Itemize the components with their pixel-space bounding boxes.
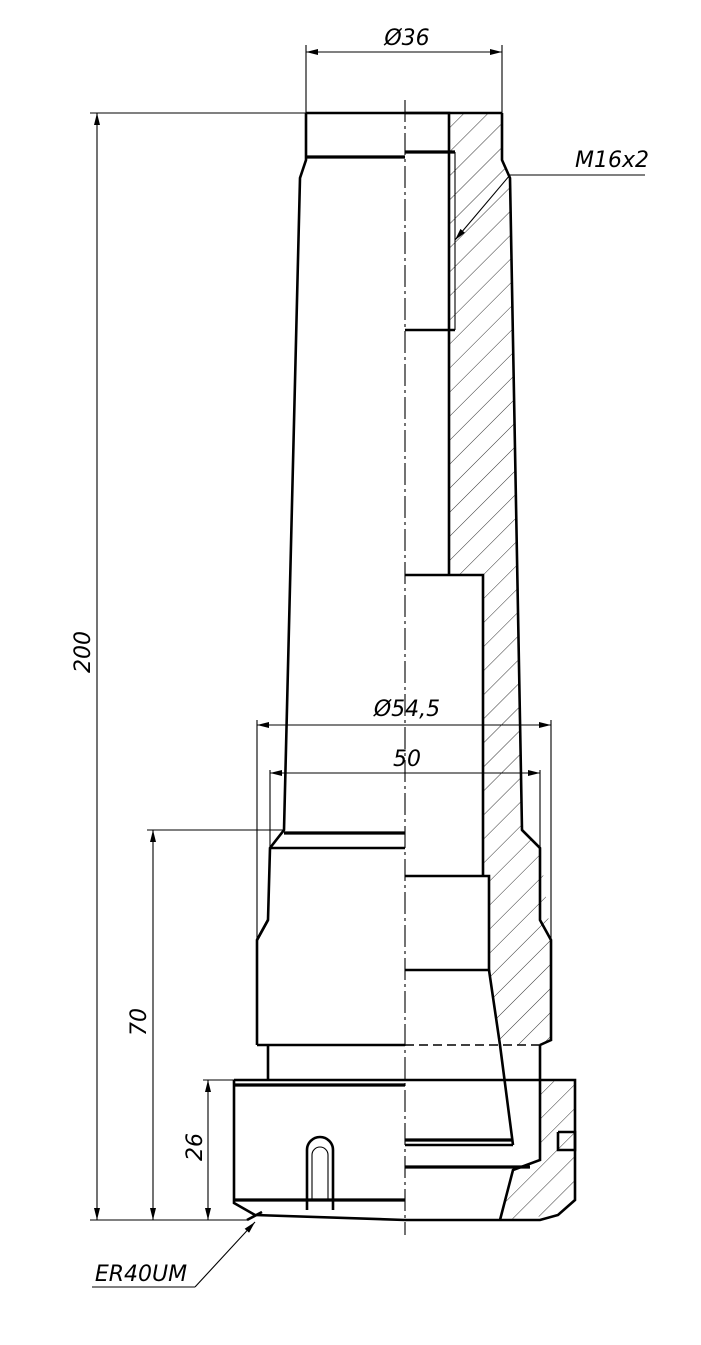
bore-thread-section xyxy=(405,111,451,575)
hatch-nut-wall xyxy=(500,1080,575,1220)
dimension-200: 200 xyxy=(71,112,306,1221)
bore-taper xyxy=(487,969,515,1146)
section-hatching xyxy=(449,113,575,1220)
threads xyxy=(235,150,530,1202)
nut-key-slot-inner xyxy=(311,1146,329,1200)
nut-outline-left xyxy=(232,1080,406,1222)
collar-step-right xyxy=(521,829,541,849)
nut-notch xyxy=(556,1130,577,1152)
bore-step-2 xyxy=(405,874,491,972)
dimension-d54-5: Ø54,5 xyxy=(256,697,552,940)
nut-inner-step xyxy=(498,1080,542,1221)
dimension-70: 70 xyxy=(127,829,284,1220)
tool-holder-outline xyxy=(232,111,577,1222)
nut-outline xyxy=(234,1078,577,1222)
nut-chamfer xyxy=(246,1210,263,1222)
dim-label-thread: M16x2 xyxy=(575,148,649,173)
hatch-upper-wall xyxy=(449,113,551,1045)
dimension-26: 26 xyxy=(183,1079,234,1220)
shank-left-profile xyxy=(255,113,308,1045)
dim-label-d54-5: Ø54,5 xyxy=(373,697,440,722)
dimension-50: 50 xyxy=(269,747,541,848)
dim-label-d36: Ø36 xyxy=(383,26,429,51)
dim-label-50: 50 xyxy=(393,747,421,772)
collet-callout: ER40UM xyxy=(92,1221,256,1288)
dimension-d36: Ø36 xyxy=(305,26,503,113)
collar-chamfer-left xyxy=(255,919,270,941)
nut-key-slot xyxy=(305,1135,335,1210)
dim-label-200: 200 xyxy=(71,631,96,673)
dimension-thread-callout: M16x2 xyxy=(454,148,649,241)
collet-label: ER40UM xyxy=(95,1262,187,1287)
dim-label-26: 26 xyxy=(183,1133,208,1161)
dim-label-70: 70 xyxy=(127,1008,152,1036)
